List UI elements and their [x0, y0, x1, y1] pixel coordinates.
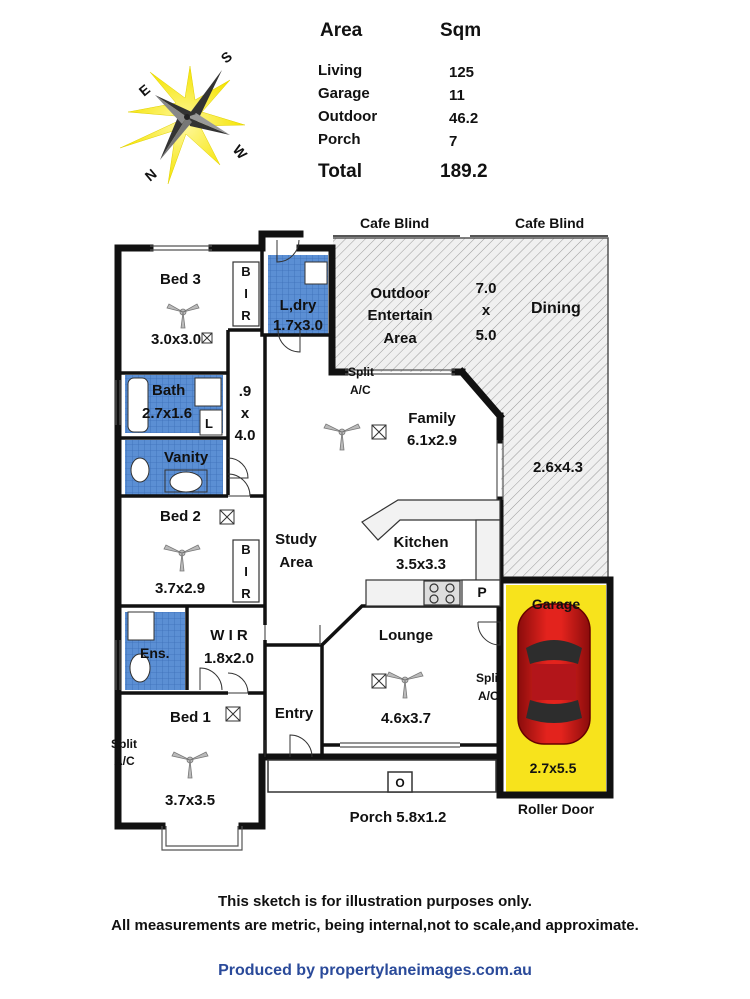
cafe-blind-left: Cafe Blind [360, 215, 429, 231]
outdoor-label: Outdoor [318, 108, 378, 125]
car-icon [517, 603, 591, 745]
wir-size: 1.8x2.0 [204, 650, 254, 667]
split2-b: A/C [478, 689, 499, 703]
lounge-size: 4.6x3.7 [381, 710, 431, 727]
fan-icon-bed2 [163, 544, 201, 572]
outdoor-dim3: 5.0 [476, 327, 497, 344]
cafe-blind-right: Cafe Blind [515, 215, 584, 231]
porch-value: 7 [449, 133, 458, 150]
garage-size: 2.7x5.5 [530, 760, 577, 776]
compass-rose-icon [155, 70, 230, 160]
living-value: 125 [449, 64, 475, 81]
compass-s: S [218, 48, 235, 66]
outdoor-dim2: x [482, 302, 491, 319]
area-header: Area [320, 20, 363, 41]
dining-name: Dining [531, 300, 581, 317]
lounge-name: Lounge [379, 627, 433, 644]
fan-icon-lounge [386, 671, 424, 699]
side-dim: 2.6x4.3 [533, 459, 583, 476]
outdoor-line2: Entertain [367, 307, 432, 324]
garage-label: Garage [318, 85, 370, 102]
family-name: Family [408, 410, 456, 427]
bath-toilet: L [205, 416, 213, 431]
outdoor-line3: Area [383, 330, 417, 347]
compass-e: E [136, 81, 153, 99]
hall-c: 4.0 [235, 427, 256, 444]
outdoor-area-fill [333, 238, 608, 580]
kitchen-name: Kitchen [393, 534, 448, 551]
split3-a: Split [111, 737, 137, 751]
fan-icon-bed3 [166, 303, 200, 329]
kitchen-size: 3.5x3.3 [396, 556, 446, 573]
bir1-i: I [244, 286, 248, 301]
split3-b: A/C [114, 754, 135, 768]
light-boxes [201, 332, 387, 722]
bed2-size: 3.7x2.9 [155, 580, 205, 597]
bir2-b: B [241, 542, 250, 557]
compass-w: W [230, 142, 251, 163]
split2-a: Split [476, 671, 502, 685]
study-a: Study [275, 531, 317, 548]
porch-label: Porch 5.8x1.2 [350, 809, 447, 826]
family-size: 6.1x2.9 [407, 432, 457, 449]
hall-a: .9 [239, 383, 252, 400]
porch [267, 759, 497, 793]
cooktop-icon [423, 580, 461, 606]
living-label: Living [318, 62, 363, 79]
bath-size: 2.7x1.6 [142, 405, 192, 422]
fan-icon-bed1 [171, 751, 209, 779]
fan-icon-family [323, 423, 361, 451]
bir1-b: B [241, 264, 250, 279]
room-labels: Bed 3 3.0x3.0 B I R L,dry 1.7x3.0 Cafe B… [111, 215, 595, 826]
bir2-i: I [244, 564, 248, 579]
bed1-name: Bed 1 [170, 709, 211, 726]
compass: S E W N [119, 48, 251, 185]
laundry-size: 1.7x3.0 [273, 317, 323, 334]
bath-name: Bath [152, 382, 185, 399]
laundry-name: L,dry [280, 297, 317, 314]
disclaimer-line1: This sketch is for illustration purposes… [218, 893, 532, 910]
credit-line: Produced by propertylaneimages.com.au [218, 962, 532, 979]
wir-name: W I R [210, 627, 248, 644]
disclaimer-line2: All measurements are metric, being inter… [111, 917, 639, 934]
ens-label: Ens. [140, 645, 170, 661]
hall-b: x [241, 405, 250, 422]
roller-door-label: Roller Door [518, 801, 595, 817]
outdoor-boundary [333, 237, 609, 580]
bed3-name: Bed 3 [160, 271, 201, 288]
vanity-label: Vanity [164, 449, 209, 466]
ceiling-fans [163, 303, 424, 779]
garage-value: 11 [449, 87, 465, 104]
porch-label: Porch [318, 131, 361, 148]
total-label: Total [318, 161, 362, 182]
outdoor-value: 46.2 [449, 110, 479, 127]
kitchen-benches [361, 499, 501, 607]
bed3-size: 3.0x3.0 [151, 331, 201, 348]
windows [115, 245, 504, 851]
built-in-robes [232, 261, 260, 603]
garage-name: Garage [532, 596, 580, 612]
bir2-r: R [241, 586, 251, 601]
study-b: Area [279, 554, 313, 571]
pantry-label: P [477, 584, 486, 600]
compass-n: N [142, 166, 160, 185]
bed1-size: 3.7x3.5 [165, 792, 215, 809]
doors [199, 239, 501, 758]
bed2-name: Bed 2 [160, 508, 201, 525]
total-value: 189.2 [440, 161, 488, 182]
entry-label: Entry [275, 705, 314, 722]
outdoor-dim1: 7.0 [476, 280, 497, 297]
porch-post-label: O [395, 776, 404, 790]
sqm-header: Sqm [440, 20, 482, 41]
split1-a: Split [348, 365, 374, 379]
bath-fixtures [127, 261, 328, 683]
split1-b: A/C [350, 383, 371, 397]
outdoor-line1: Outdoor [370, 285, 429, 302]
porch-post [387, 771, 413, 793]
bir1-r: R [241, 308, 251, 323]
